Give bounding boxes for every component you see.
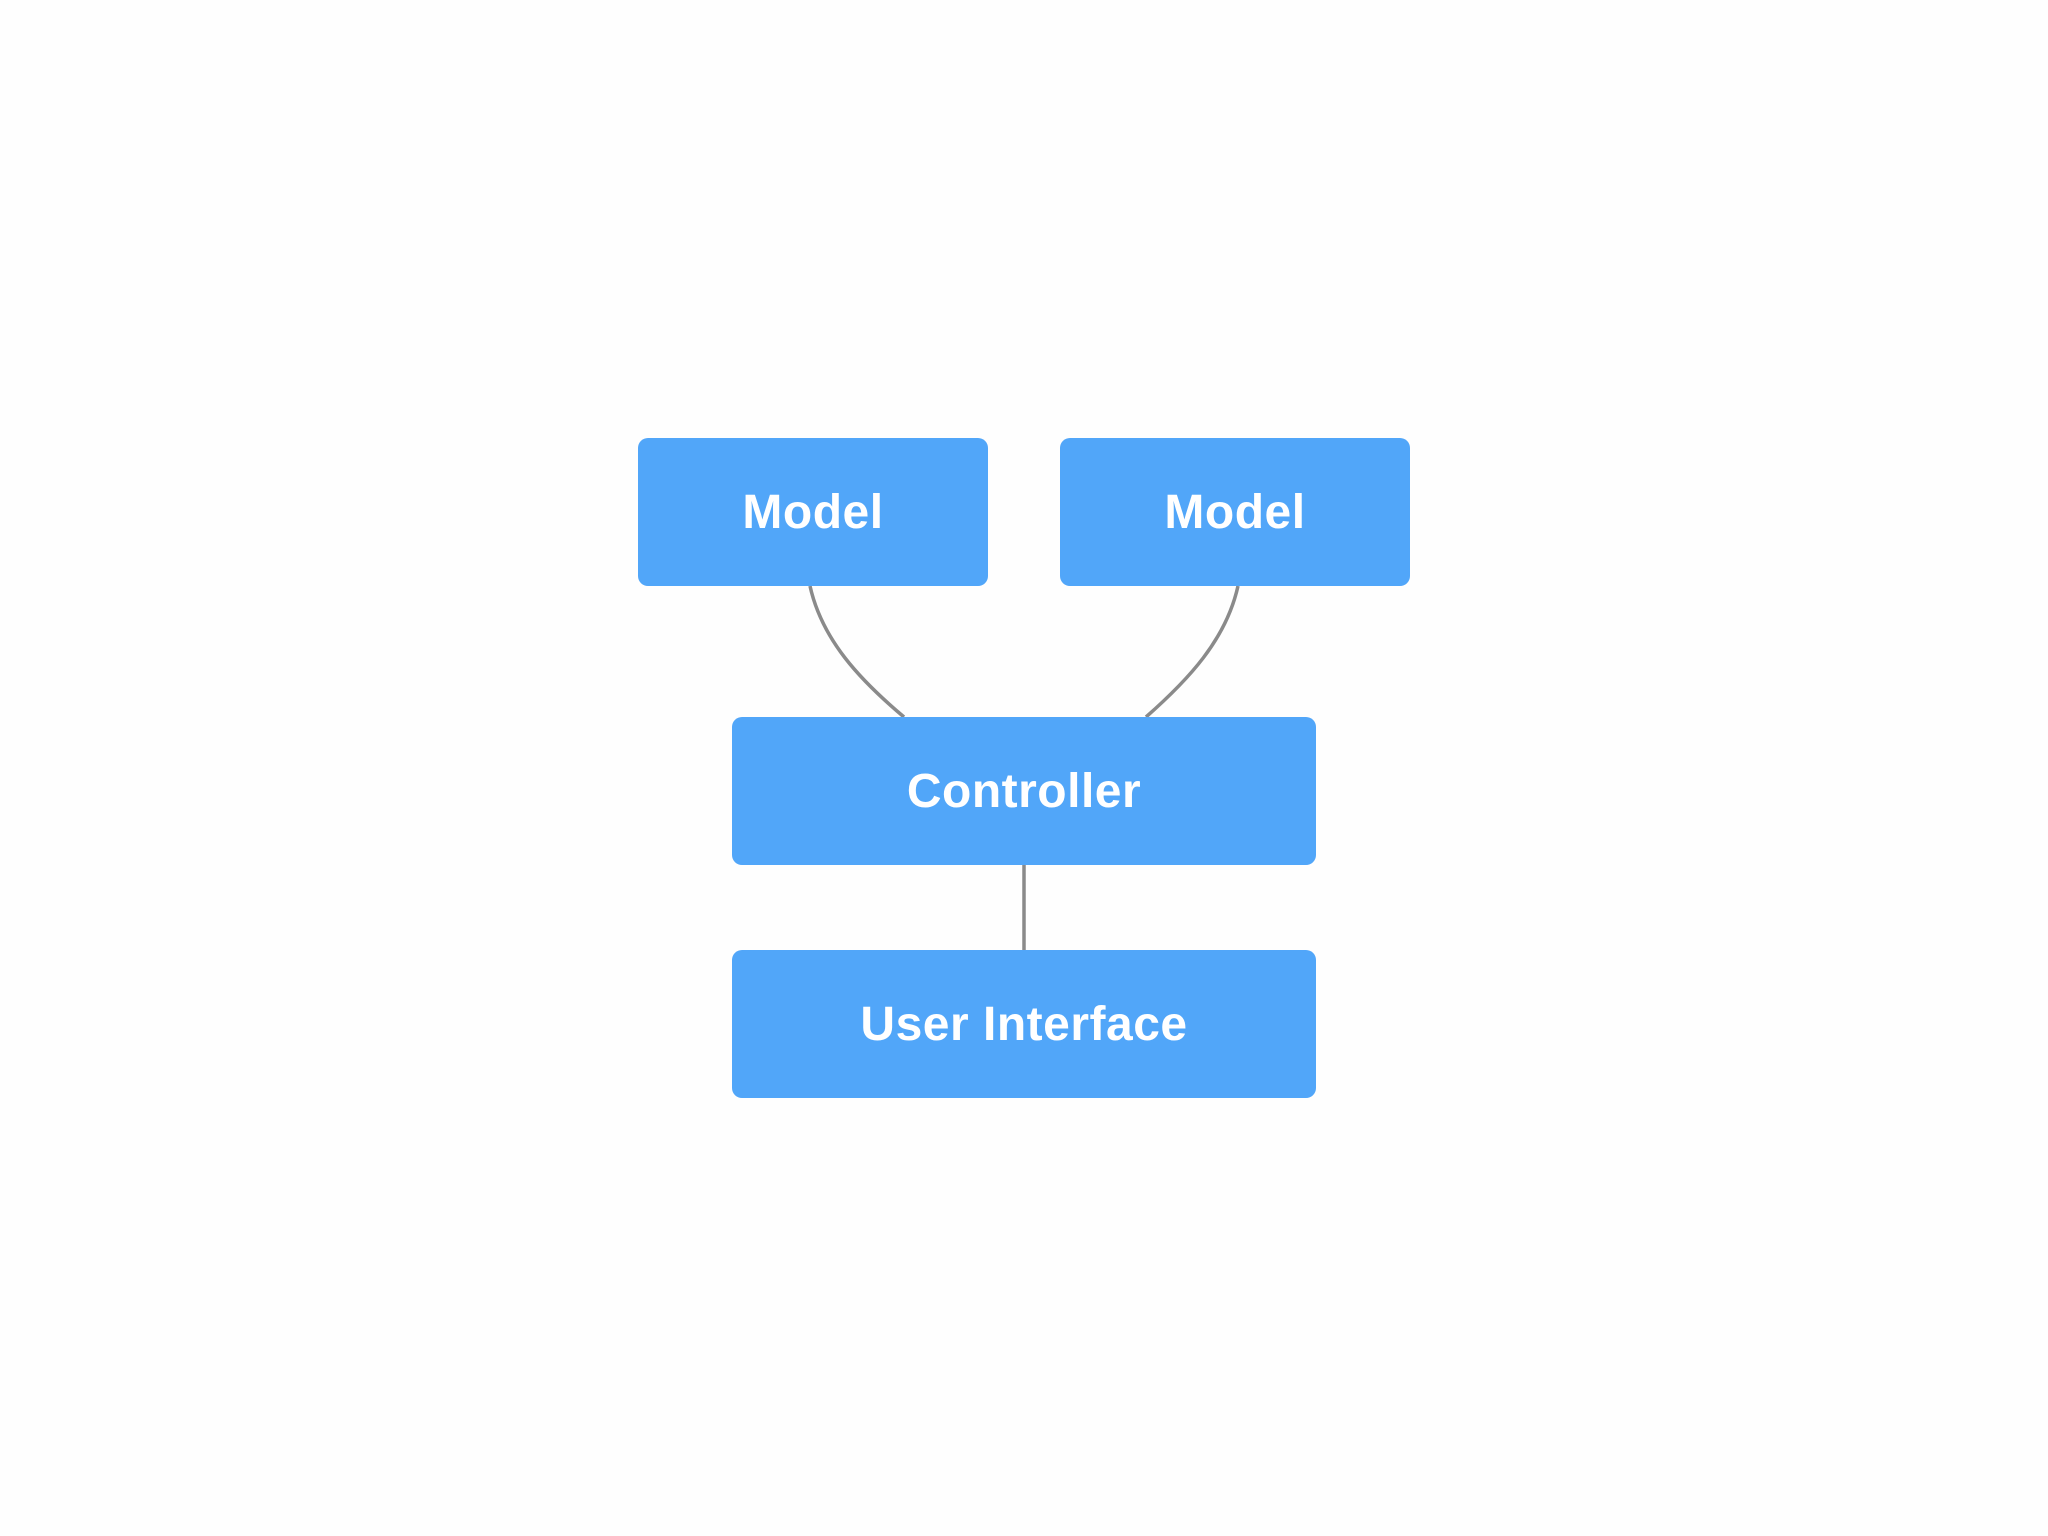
model-node-right-label: Model bbox=[1164, 485, 1306, 539]
model-node-left-label: Model bbox=[742, 485, 884, 539]
user-interface-node-label: User Interface bbox=[860, 997, 1188, 1051]
controller-node-label: Controller bbox=[906, 764, 1142, 818]
model-node-left: Model bbox=[638, 438, 988, 586]
model-node-right: Model bbox=[1060, 438, 1410, 586]
connector-model-right-to-controller bbox=[1144, 585, 1240, 719]
connector-model-left-to-controller bbox=[808, 585, 906, 719]
controller-node: Controller bbox=[732, 717, 1316, 865]
user-interface-node: User Interface bbox=[732, 950, 1316, 1098]
